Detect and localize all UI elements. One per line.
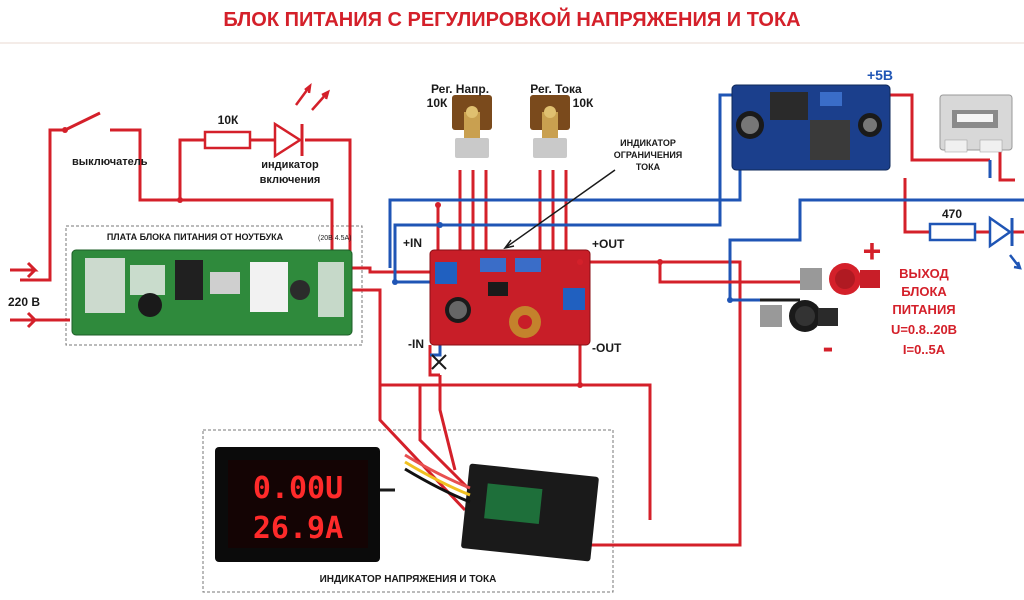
- resistor-470-label: 470: [942, 207, 962, 221]
- minus-sign: -: [823, 329, 834, 365]
- pot-voltage-label-1: Рег. Напр.: [431, 82, 489, 96]
- mains-input: [10, 261, 70, 329]
- buck-module: [429, 249, 591, 346]
- plus-out-label: +OUT: [592, 237, 625, 251]
- resistor-10k-label: 10К: [218, 113, 239, 127]
- power-switch[interactable]: [62, 111, 101, 133]
- minus-out-label: -OUT: [592, 341, 622, 355]
- output-label-5: I=0..5A: [903, 342, 946, 357]
- plus-5v-label: +5В: [867, 67, 893, 83]
- output-label-1: ВЫХОД: [899, 266, 949, 281]
- pot-current-label-1: Рег. Тока: [530, 82, 582, 96]
- power-led-label-2: включения: [260, 174, 321, 186]
- laptop-psu-board: [71, 249, 353, 336]
- resistor-10k: [203, 130, 252, 150]
- cut-mark-icon: [431, 354, 447, 370]
- pot-current[interactable]: [530, 95, 570, 158]
- meter-display: [215, 447, 395, 562]
- laptop-board-frame: [65, 225, 363, 346]
- output-terminal-plus: [665, 263, 880, 295]
- current-limit-pointer: [503, 169, 616, 250]
- output-terminal-minus: [760, 300, 838, 332]
- meter-back: [404, 453, 599, 562]
- pot-voltage-label-2: 10К: [427, 96, 448, 110]
- power-led: [273, 83, 330, 159]
- output-label-3: ПИТАНИЯ: [892, 302, 955, 317]
- plus-in-label: +IN: [403, 236, 422, 250]
- minus-in-label: -IN: [408, 337, 424, 351]
- meter-caption: ИНДИКАТОР НАПРЯЖЕНИЯ И ТОКА: [320, 574, 497, 585]
- pot-voltage[interactable]: [452, 95, 492, 158]
- laptop-board-spec: (20В 4.5А): [318, 235, 351, 242]
- pot-current-label-2: 10К: [573, 96, 594, 110]
- power-led-label-1: индикатор: [261, 159, 319, 171]
- current-limit-label-1: ИНДИКАТОР: [620, 138, 676, 148]
- plus-sign: +: [863, 233, 882, 269]
- mains-label: 220 В: [8, 295, 40, 309]
- laptop-board-label: ПЛАТА БЛОКА ПИТАНИЯ ОТ НОУТБУКА: [107, 232, 284, 242]
- output-label-2: БЛОКА: [901, 284, 947, 299]
- junction-dots-blue: [392, 222, 733, 303]
- current-limit-label-3: ТОКА: [636, 162, 661, 172]
- usb-buck-module: [731, 84, 891, 171]
- usb-led: [988, 215, 1022, 270]
- meter-voltage-readout: 0.00U: [253, 471, 343, 506]
- resistor-470: [928, 222, 977, 242]
- usb-socket: [939, 94, 1013, 153]
- meter-current-readout: 26.9A: [253, 511, 343, 546]
- current-limit-label-2: ОГРАНИЧЕНИЯ: [614, 150, 683, 160]
- diagram-title: БЛОК ПИТАНИЯ С РЕГУЛИРОВКОЙ НАПРЯЖЕНИЯ И…: [223, 7, 800, 31]
- output-label-4: U=0.8..20В: [891, 322, 957, 337]
- switch-label: выключатель: [72, 156, 148, 168]
- red-wires: [20, 93, 1024, 547]
- meter-frame: [202, 429, 614, 593]
- junction-dots: [177, 197, 663, 388]
